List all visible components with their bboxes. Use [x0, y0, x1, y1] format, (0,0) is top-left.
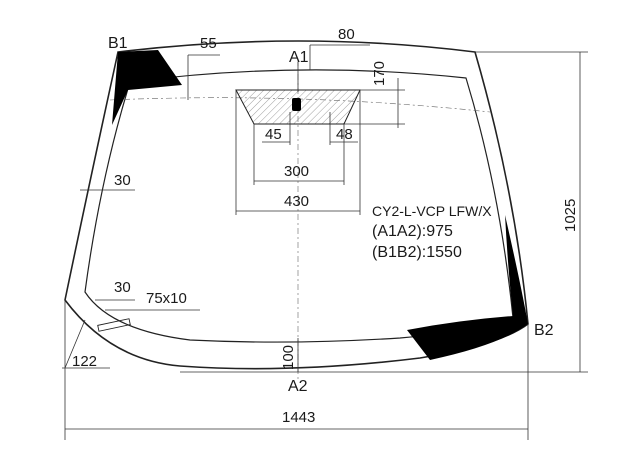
point-b1-label: B1 — [108, 35, 128, 52]
dim-80: 80 — [338, 26, 355, 43]
glass-outer-edge — [64, 40, 529, 370]
b1b2-length: (B1B2):1550 — [372, 244, 462, 261]
dim-30-side: 30 — [114, 172, 131, 189]
dim-75x10: 75x10 — [146, 290, 187, 307]
mirror-mount — [292, 98, 301, 111]
dim-55: 55 — [200, 35, 217, 52]
dim-1443: 1443 — [282, 409, 316, 426]
dim-430: 430 — [284, 193, 310, 210]
point-a2-label: A2 — [288, 378, 308, 395]
black-area-b1 — [112, 50, 182, 125]
point-a1-label: A1 — [289, 49, 309, 66]
dim-30-bottom: 30 — [114, 279, 131, 296]
dim-48: 48 — [336, 126, 353, 143]
a1a2-length: (A1A2):975 — [372, 223, 453, 240]
dim-100: 100 — [280, 344, 297, 370]
dim-122: 122 — [72, 353, 98, 370]
dim-45: 45 — [265, 126, 282, 143]
part-code: CY2-L-VCP LFW/X — [372, 203, 492, 219]
dim-170: 170 — [371, 60, 388, 86]
dim-300: 300 — [284, 163, 310, 180]
point-b2-label: B2 — [534, 322, 554, 339]
black-area-b2 — [407, 215, 528, 360]
info-block: CY2-L-VCP LFW/X (A1A2):975 (B1B2):1550 — [372, 203, 492, 262]
dim-1025: 1025 — [562, 198, 579, 232]
label-slot — [97, 318, 131, 332]
